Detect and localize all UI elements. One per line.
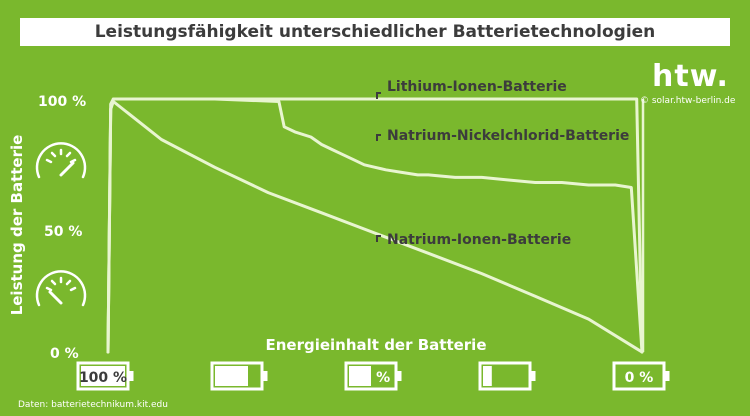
battery-50-icon: 50 % [344,361,402,391]
title-banner: Leistungsfähigkeit unterschiedlicher Bat… [20,18,730,46]
battery-body [478,361,532,391]
battery-full-icon: 100 % [76,361,134,391]
legend-label-lithium: Lithium-Ionen-Batterie [376,79,567,99]
htw-logo: htw. [652,59,729,94]
y-tick-label-0: 0 % [50,346,79,362]
y-axis-label: Leistung der Batterie [8,135,26,316]
battery-label: 100 % [79,370,127,386]
y-tick-label-100: 100 % [38,94,86,110]
battery-terminal [397,371,402,381]
battery-terminal [263,371,268,381]
x-axis-label: Energieinhalt der Batterie [265,336,486,354]
series-line-natrium-nickel [106,97,644,354]
battery-25-icon [478,361,536,391]
battery-fill [81,366,125,386]
battery-fill [483,366,492,386]
y-tick-label-50: 50 % [44,224,82,240]
battery-75-icon [210,361,268,391]
battery-body [344,361,398,391]
gauge-low-icon [35,270,87,307]
series-label-natrium-ionen: Natrium-Ionen-Batterie [387,232,571,248]
battery-body [210,361,264,391]
battery-terminal [129,371,134,381]
battery-label: 50 % [352,370,390,386]
battery-fill [349,366,371,386]
legend-label-natrium-nickel: Natrium-Nickelchlorid-Batterie [376,128,629,144]
battery-terminal [665,371,670,381]
series-line-natrium-ionen [106,100,644,354]
data-source: Daten: batterietechnikum.kit.edu [18,400,168,410]
chart-title: Leistungsfähigkeit unterschiedlicher Bat… [94,22,656,42]
series-label-natrium-nickel: Natrium-Nickelchlorid-Batterie [387,128,629,144]
legend-label-natrium-ionen: Natrium-Ionen-Batterie [376,232,571,248]
battery-body [76,361,130,391]
battery-label: 0 % [625,370,654,386]
logo-url: © solar.htw-berlin.de [640,96,736,106]
battery-body [612,361,666,391]
battery-terminal [531,371,536,381]
series-label-lithium: Lithium-Ionen-Batterie [387,79,567,95]
battery-fill [215,366,248,386]
series-group [106,97,644,354]
battery-row: 100 % 50 % 0 % [76,361,670,391]
gauge-full-icon [35,142,87,179]
battery-empty-icon: 0 % [612,361,670,391]
